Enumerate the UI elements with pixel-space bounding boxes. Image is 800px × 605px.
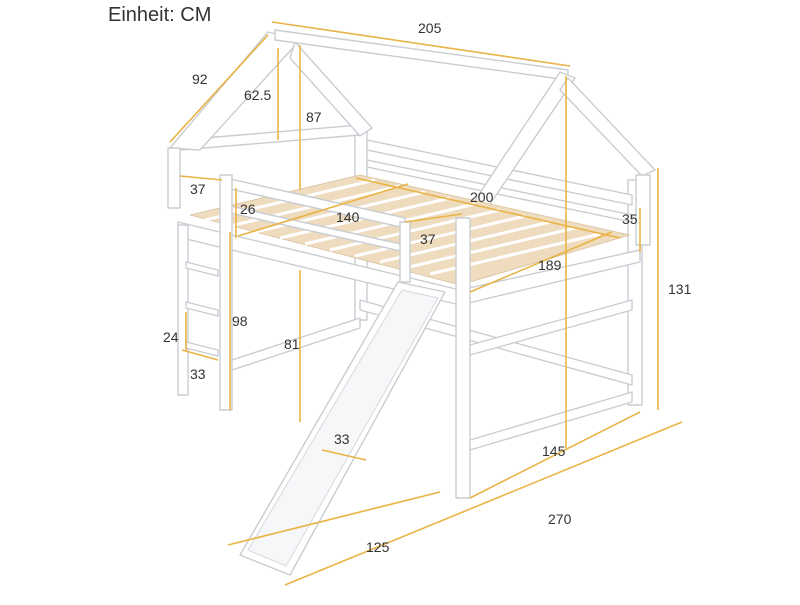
label-back-rail-height: 35 [622, 211, 638, 227]
lower-front-rail-mid [469, 299, 633, 356]
label-total-height: 131 [668, 281, 692, 297]
dim-line-slide-width [321, 449, 367, 461]
label-rail-gap: 37 [190, 181, 206, 197]
label-peak-to-deck: 87 [306, 109, 322, 125]
dim-line-front-end [469, 411, 641, 499]
dim-line-roof-length [271, 21, 571, 67]
dim-line-mattress-width [469, 231, 613, 293]
bed-frame [167, 29, 656, 576]
label-mattress-length: 200 [470, 189, 494, 205]
lower-front-rail [469, 391, 633, 451]
label-ladder-step-height: 24 [163, 329, 179, 345]
label-roof-length: 205 [418, 20, 442, 36]
label-roof-peak-height: 62.5 [244, 87, 271, 103]
roof-right-slope-b [559, 77, 656, 177]
dim-line-roof-depth [169, 34, 269, 143]
roof-post-right [635, 174, 651, 246]
label-slide-width: 33 [334, 431, 350, 447]
label-peak-to-floor: 145 [542, 443, 566, 459]
ladder-rungs [185, 261, 219, 357]
lower-left-rail [231, 317, 361, 371]
label-slide-opening: 37 [420, 231, 436, 247]
slide-opening-post-left [399, 221, 411, 283]
roof-post-left [167, 147, 181, 209]
label-ladder-width: 33 [190, 366, 206, 382]
dim-line-ladder-width [181, 349, 219, 361]
dimension-lines [169, 21, 683, 586]
dim-line-slide-length [227, 491, 441, 546]
dim-line-mattress-length [355, 177, 621, 239]
label-roof-depth: 92 [192, 71, 208, 87]
label-under-clearance: 81 [284, 336, 300, 352]
label-mattress-width: 189 [538, 257, 562, 273]
dim-line-rail-gap [179, 175, 223, 181]
dim-line-slide-opening [404, 213, 463, 223]
dim-line-side-rail [237, 183, 409, 237]
dimension-labels: 205 92 62.5 87 37 26 140 200 37 35 189 1… [163, 20, 692, 555]
label-total-length: 270 [548, 511, 572, 527]
unit-title: Einheit: CM [108, 4, 212, 26]
label-total-depth: 98 [232, 313, 248, 329]
label-rail-height: 26 [240, 201, 256, 217]
ladder-rail-left [177, 224, 189, 396]
label-side-rail-length: 140 [336, 209, 360, 225]
dim-line-total-length [284, 421, 683, 586]
front-left-leg [219, 174, 233, 411]
front-right-leg [455, 217, 471, 499]
roof-left-slope-b [289, 41, 373, 137]
slide-surface [247, 289, 439, 567]
label-slide-length: 125 [366, 539, 390, 555]
